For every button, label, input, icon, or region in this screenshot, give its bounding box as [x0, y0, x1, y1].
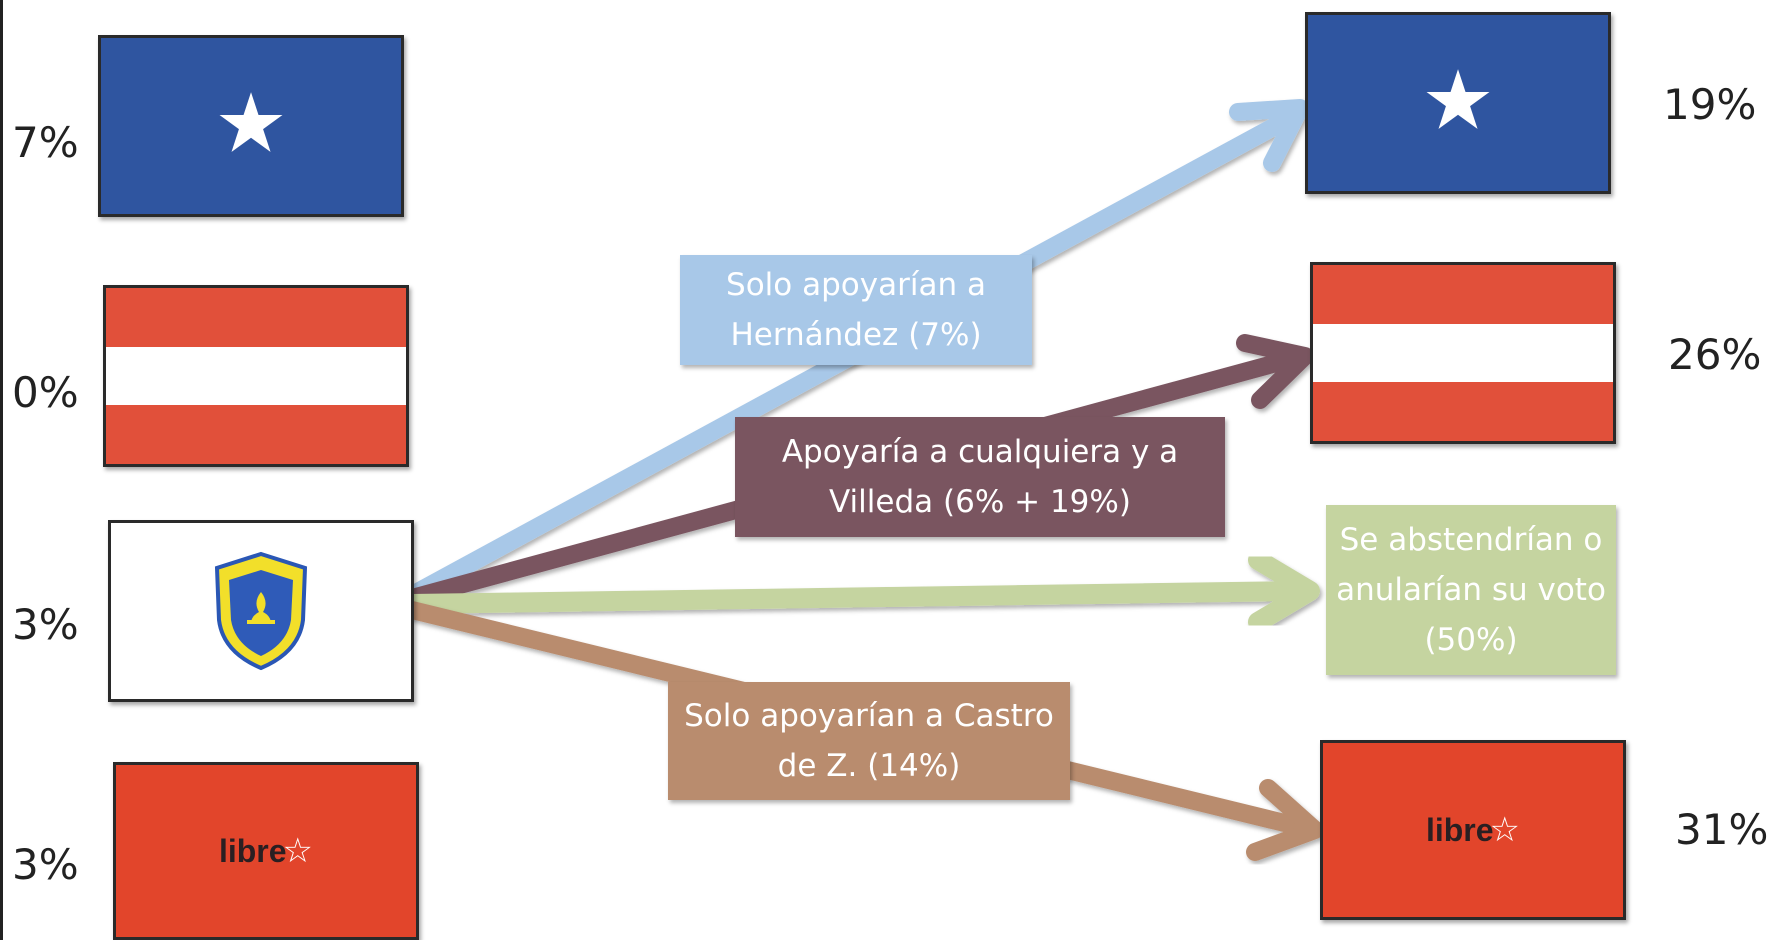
label-villeda-text: Apoyaría a cualquiera y a Villeda (6% + …	[781, 434, 1179, 520]
left-percent-3: 3%	[12, 600, 79, 649]
label-abstain-text: Se abstendrían o anularían su voto (50%)	[1336, 522, 1606, 658]
left-flag-liberal	[103, 285, 409, 467]
arrow-abstain	[402, 550, 1320, 632]
left-percent-4: 3%	[12, 840, 79, 889]
label-hernandez-text: Solo apoyarían a Hernández (7%)	[726, 267, 986, 353]
right-percent-castro: 31%	[1675, 805, 1769, 854]
label-abstain: Se abstendrían o anularían su voto (50%)	[1326, 505, 1616, 675]
left-percent-1: 7%	[12, 118, 79, 167]
libre-logo: libre☆	[1425, 811, 1521, 849]
label-castro-text: Solo apoyarían a Castro de Z. (14%)	[684, 698, 1054, 784]
star-icon: ★	[1421, 53, 1495, 149]
left-flag-pac	[108, 520, 414, 702]
label-villeda: Apoyaría a cualquiera y a Villeda (6% + …	[735, 417, 1225, 537]
left-flag-nacional: ★	[98, 35, 404, 217]
label-castro: Solo apoyarían a Castro de Z. (14%)	[668, 682, 1070, 800]
label-hernandez: Solo apoyarían a Hernández (7%)	[680, 255, 1032, 365]
star-icon: ★	[214, 76, 288, 172]
right-percent-hernandez: 19%	[1663, 80, 1757, 129]
left-percent-2: 0%	[12, 368, 79, 417]
left-flag-libre: libre☆	[113, 762, 419, 940]
right-percent-villeda: 26%	[1668, 330, 1762, 379]
right-flag-liberal	[1310, 262, 1616, 444]
libre-logo: libre☆	[218, 832, 314, 870]
right-flag-libre: libre☆	[1320, 740, 1626, 920]
left-border	[0, 0, 3, 940]
right-flag-nacional: ★	[1305, 12, 1611, 194]
shield-icon	[214, 551, 308, 671]
